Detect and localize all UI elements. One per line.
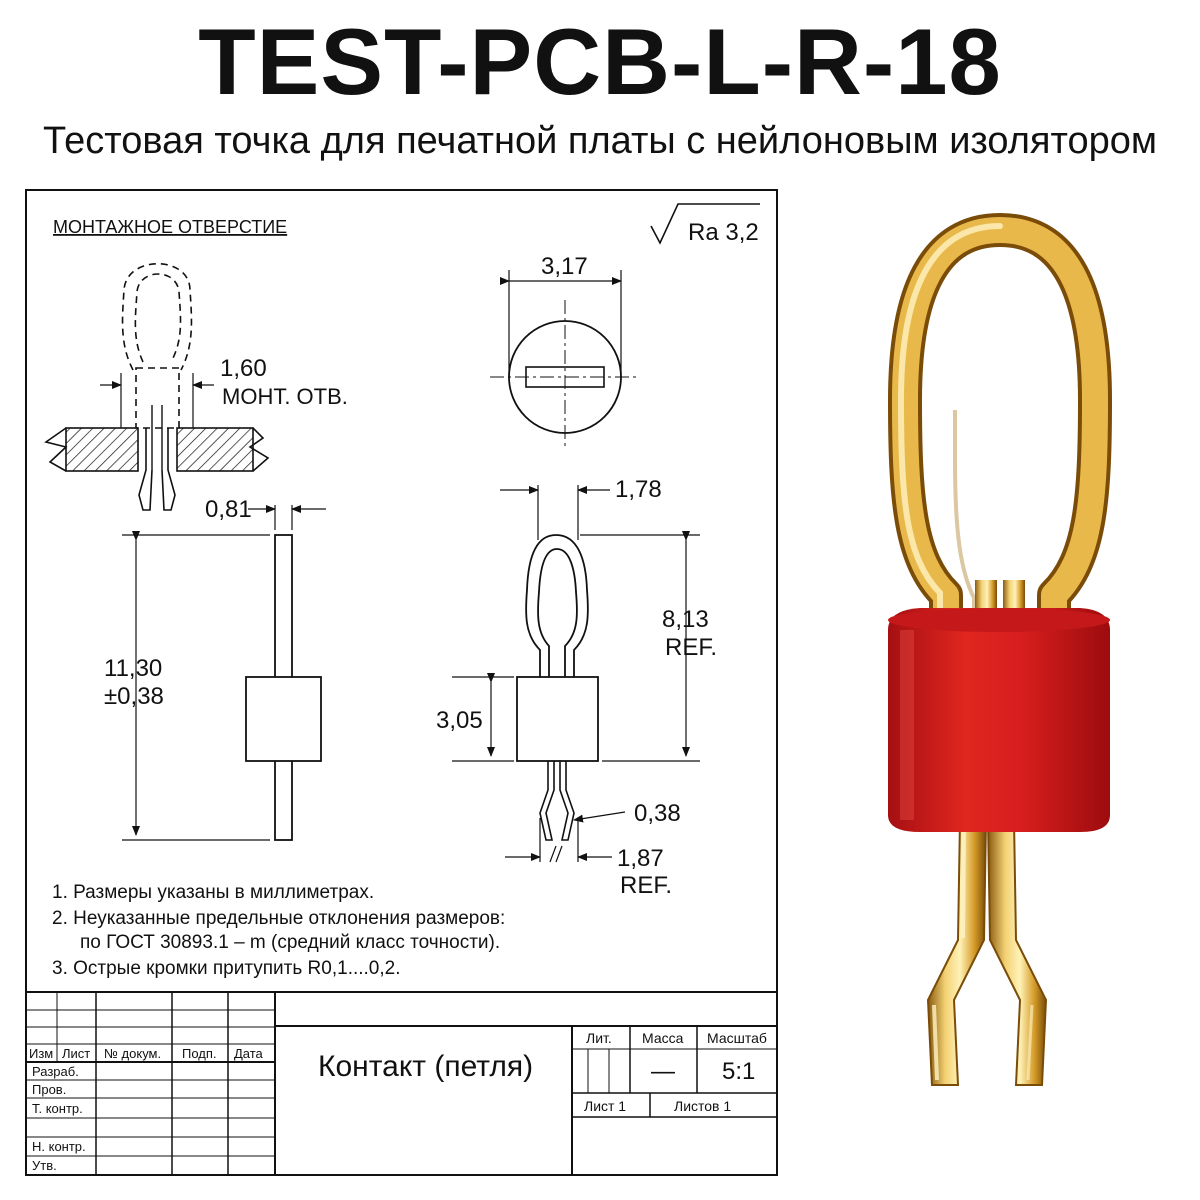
dim-hole-diameter: 1,60 xyxy=(220,355,267,382)
tb-lit-label: Лит. xyxy=(586,1030,612,1046)
top-view xyxy=(490,270,640,450)
note-2: 2. Неуказанные предельные отклонения раз… xyxy=(52,908,505,929)
pcb-section-left xyxy=(65,427,139,472)
tb-label-date: Дата xyxy=(234,1046,264,1061)
tb-mass-value: — xyxy=(651,1058,675,1085)
tb-sheet-label: Лист 1 xyxy=(584,1098,626,1114)
dim-loop-height: 8,13 xyxy=(662,606,709,633)
dim-leg-spread-ref: REF. xyxy=(620,872,672,899)
gold-loop xyxy=(888,213,1112,630)
mounting-hole-view xyxy=(44,262,270,511)
note-3: 3. Острые кромки притупить R0,1....0,2. xyxy=(52,958,401,979)
roughness-value: Ra 3,2 xyxy=(688,219,759,246)
dim-leg-thickness: 0,38 xyxy=(634,800,681,827)
tb-label-list: Лист xyxy=(62,1046,90,1061)
mounting-hole-label: МОНТАЖНОЕ ОТВЕРСТИЕ xyxy=(53,217,287,237)
pcb-section-right xyxy=(176,427,254,472)
tb-role-approved: Утв. xyxy=(32,1158,57,1173)
tb-sheets-label: Листов 1 xyxy=(674,1098,731,1114)
title-block-grid xyxy=(25,991,778,1176)
dim-loop-width: 1,78 xyxy=(615,476,662,503)
technical-drawing: МОНТАЖНОЕ ОТВЕРСТИЕ 1,60 МОНТ. ОТВ. Ra 3… xyxy=(25,189,778,1176)
tb-role-tech-control: Т. контр. xyxy=(32,1101,83,1116)
note-2-cont: по ГОСТ 30893.1 – m (средний класс точно… xyxy=(80,932,500,953)
tb-scale-label: Масштаб xyxy=(707,1030,767,1046)
tb-scale-value: 5:1 xyxy=(722,1058,755,1085)
roughness-symbol xyxy=(650,203,760,245)
dim-hole-label: МОНТ. ОТВ. xyxy=(222,384,348,409)
red-insulator xyxy=(888,608,1110,832)
dim-loop-height-ref: REF. xyxy=(665,634,717,661)
tb-label-sign: Подп. xyxy=(182,1046,217,1061)
product-photo xyxy=(888,213,1112,1086)
dim-total-length: 11,30 xyxy=(104,655,162,682)
tb-mass-label: Масса xyxy=(642,1030,684,1046)
tb-label-doc: № докум. xyxy=(104,1046,161,1061)
page-title: TEST-PCB-L-R-18 xyxy=(198,9,1002,114)
dim-insulator-height: 3,05 xyxy=(436,707,483,734)
dim-pin-thickness: 0,81 xyxy=(205,496,252,523)
tb-label-izm: Изм xyxy=(29,1046,53,1061)
note-1: 1. Размеры указаны в миллиметрах. xyxy=(52,882,374,903)
tb-role-checker: Пров. xyxy=(32,1082,66,1097)
dim-leg-spread: 1,87 xyxy=(617,845,664,872)
gold-legs xyxy=(926,819,1048,1086)
tb-role-developer: Разраб. xyxy=(32,1064,79,1079)
tb-part-name: Контакт (петля) xyxy=(318,1050,533,1083)
side-view xyxy=(122,505,326,841)
tb-role-norm-control: Н. контр. xyxy=(32,1139,86,1154)
dim-total-length-tol: ±0,38 xyxy=(104,683,164,710)
page-subtitle: Тестовая точка для печатной платы с нейл… xyxy=(43,120,1157,162)
front-view xyxy=(452,485,700,863)
dim-head-width: 3,17 xyxy=(541,253,588,280)
